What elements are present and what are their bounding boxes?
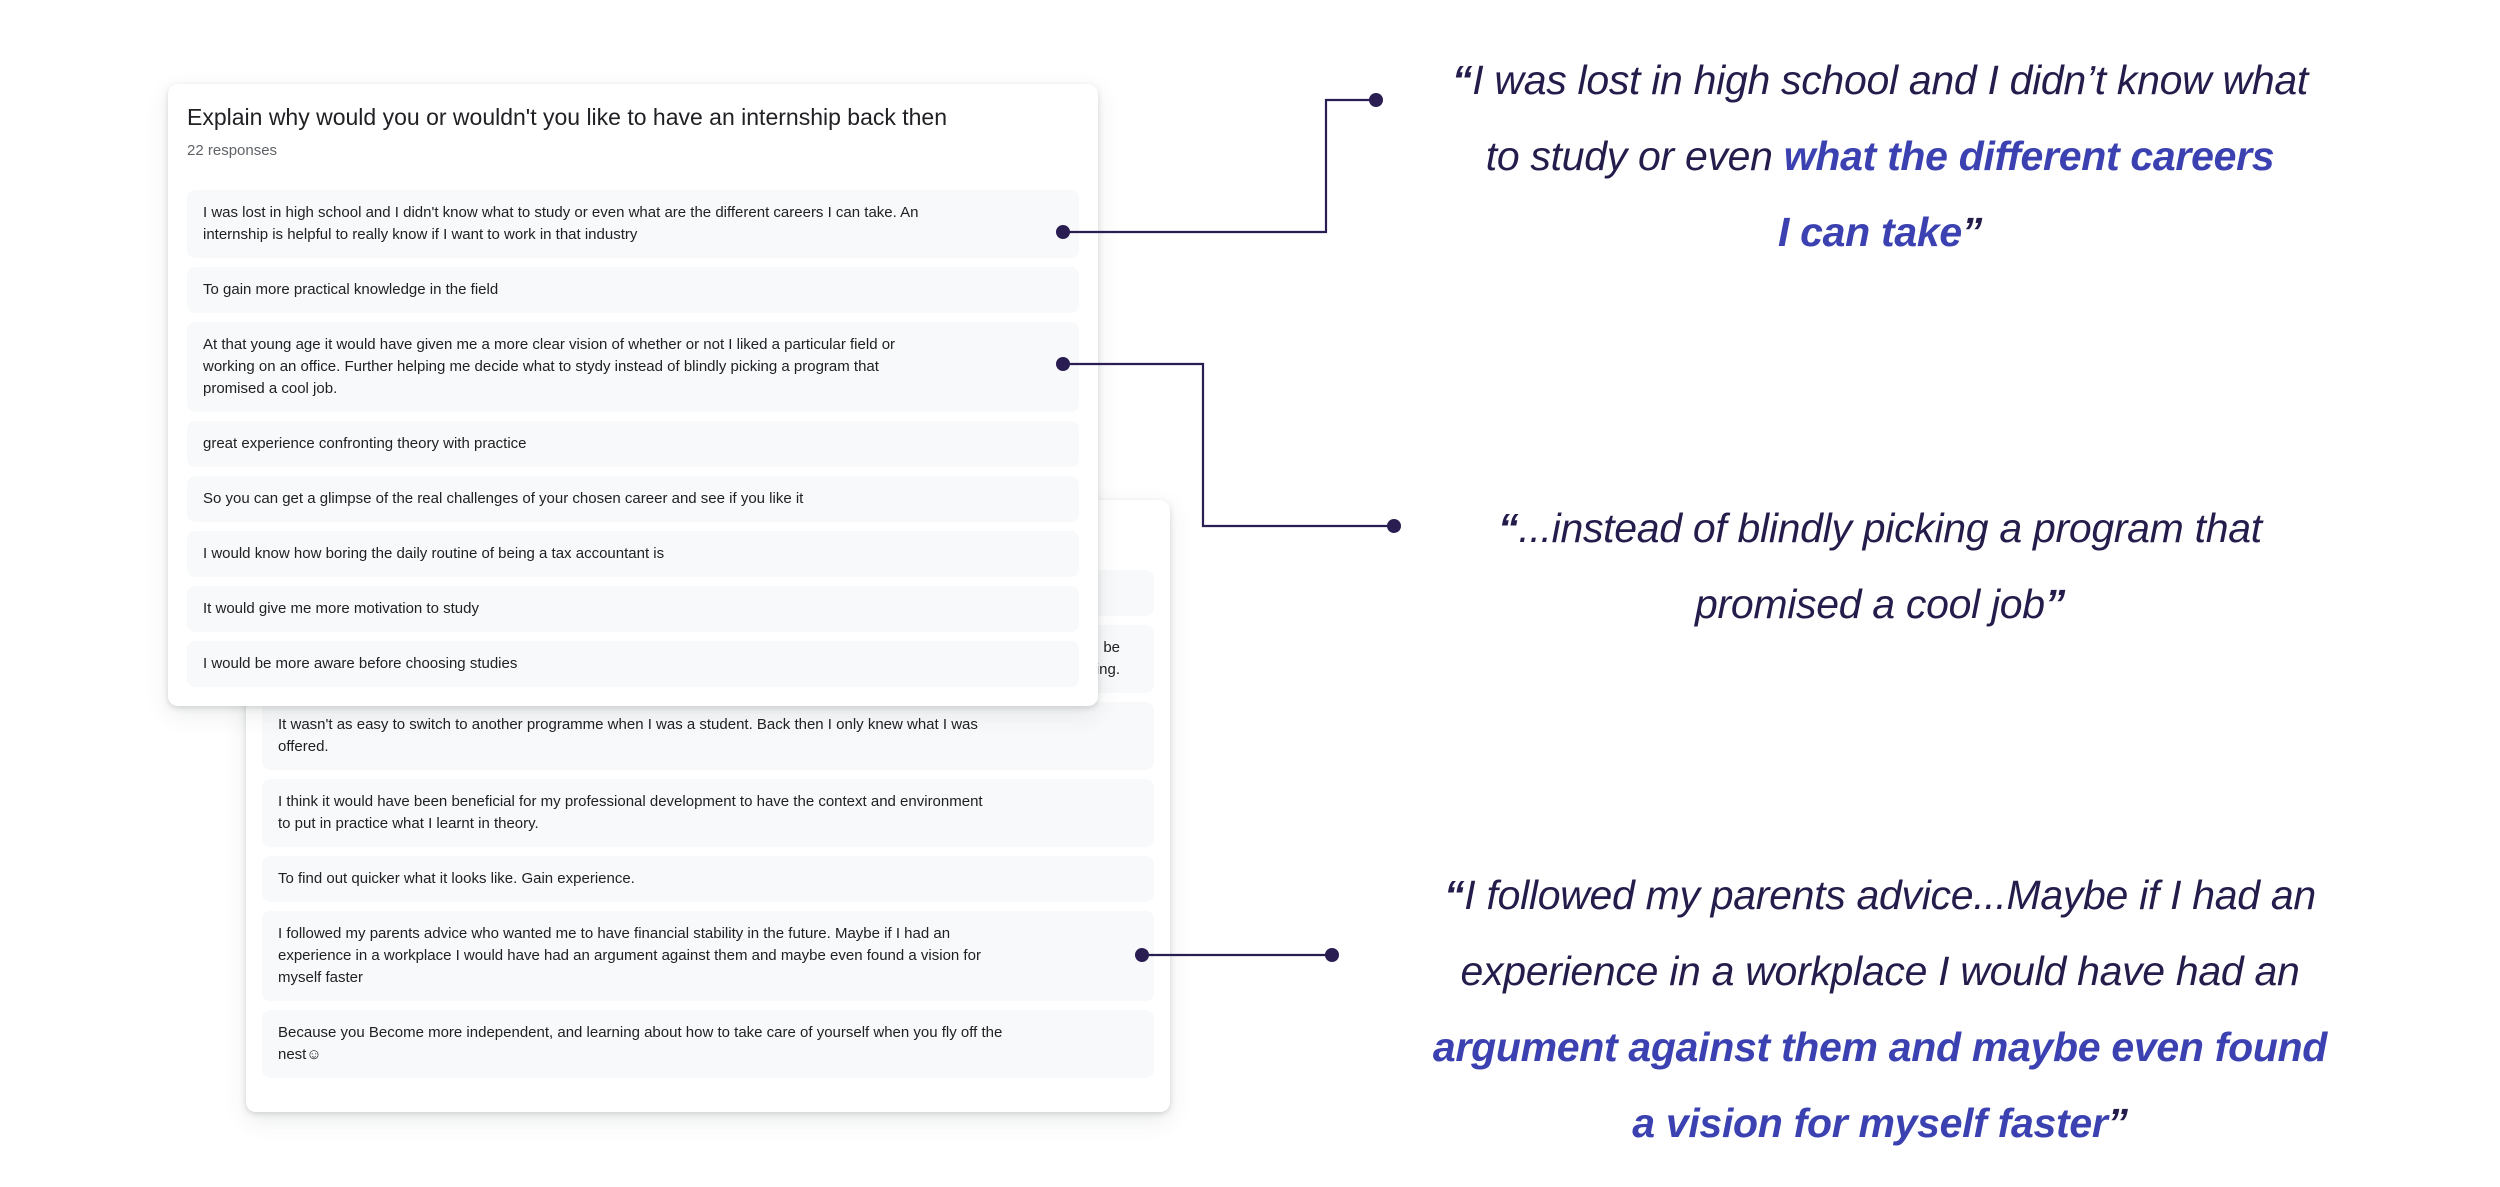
quote-line: “...instead of blindly picking a program…	[1400, 490, 2360, 566]
quote-highlight-segment: a vision for myself faster	[1632, 1100, 2108, 1146]
quote-line: to study or even what the different care…	[1400, 118, 2360, 194]
response-count: 22 responses	[187, 142, 278, 159]
response-item: I would be more aware before choosing st…	[187, 641, 1079, 687]
response-item: Because you Become more independent, and…	[262, 1010, 1154, 1078]
quote-text-segment: to study or even	[1485, 133, 1784, 179]
quote-line: experience in a workplace I would have h…	[1400, 933, 2360, 1009]
connector-dot	[1369, 93, 1383, 107]
quote-mark: ”	[2107, 1100, 2129, 1146]
quote-mark: “	[1444, 872, 1465, 918]
response-item: It wasn't as easy to switch to another p…	[262, 702, 1154, 770]
quote-highlight-segment: what the different careers	[1783, 133, 2275, 179]
connector-line-1	[1063, 98, 1376, 234]
connector-dot	[1325, 948, 1339, 962]
quote-text-segment: ...instead of blindly picking a program …	[1518, 505, 2262, 551]
question-title: Explain why would you or wouldn't you li…	[187, 104, 948, 130]
quote-mark: ”	[2044, 581, 2066, 627]
quote-line: “I followed my parents advice...Maybe if…	[1400, 857, 2360, 933]
quote-mark: “	[1452, 57, 1473, 103]
quote-text-segment: I was lost in high school and I didn’t k…	[1472, 57, 2308, 103]
quote-line: promised a cool job”	[1400, 566, 2360, 642]
response-list: I was lost in high school and I didn't k…	[187, 190, 1079, 687]
response-item: To find out quicker what it looks like. …	[262, 856, 1154, 902]
quote-text-segment: I followed my parents advice...Maybe if …	[1464, 872, 2316, 918]
response-item: I followed my parents advice who wanted …	[262, 911, 1154, 1001]
quote-line: argument against them and maybe even fou…	[1400, 1009, 2360, 1085]
quote-line: a vision for myself faster”	[1400, 1085, 2360, 1161]
response-item: So you can get a glimpse of the real cha…	[187, 476, 1079, 522]
pull-quote-2: “...instead of blindly picking a program…	[1400, 490, 2360, 642]
survey-card-primary: Explain why would you or wouldn't you li…	[168, 84, 1098, 706]
quote-highlight-segment: I can take	[1777, 209, 1962, 255]
connector-dot	[1387, 519, 1401, 533]
quote-line: I can take”	[1400, 194, 2360, 270]
quote-text-segment: promised a cool job	[1694, 581, 2045, 627]
response-item: I would know how boring the daily routin…	[187, 531, 1079, 577]
response-item: To gain more practical knowledge in the …	[187, 267, 1079, 313]
response-item: It would give me more motivation to stud…	[187, 586, 1079, 632]
pull-quote-1: “I was lost in high school and I didn’t …	[1400, 42, 2360, 270]
response-item: I think it would have been beneficial fo…	[262, 779, 1154, 847]
quote-text-segment: experience in a workplace I would have h…	[1460, 948, 2300, 994]
quote-highlight-segment: argument against them and maybe even fou…	[1432, 1024, 2328, 1070]
quote-mark: ”	[1961, 209, 1983, 255]
pull-quote-3: “I followed my parents advice...Maybe if…	[1400, 857, 2360, 1161]
quote-mark: “	[1498, 505, 1519, 551]
response-item: great experience confronting theory with…	[187, 421, 1079, 467]
quote-line: “I was lost in high school and I didn’t …	[1400, 42, 2360, 118]
response-item: At that young age it would have given me…	[187, 322, 1079, 412]
response-item: I was lost in high school and I didn't k…	[187, 190, 1079, 258]
